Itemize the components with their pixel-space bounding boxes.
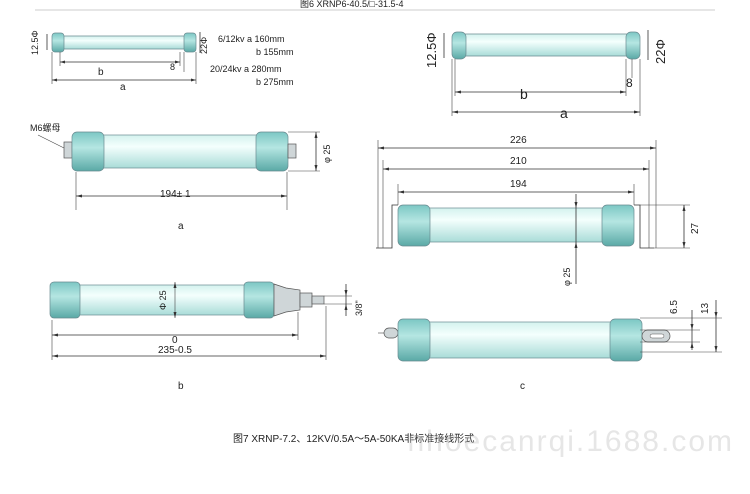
tl-d3: 8 bbox=[170, 62, 175, 72]
spec-block: 6/12kv a 160mm b 155mm 20/24kv a 280mm b… bbox=[210, 34, 294, 87]
tl-d1: 12.5Φ bbox=[30, 30, 40, 55]
tl-b: b bbox=[98, 67, 104, 78]
fig-b-length: 235-0.5 bbox=[158, 345, 192, 356]
top-left-fuse bbox=[46, 32, 201, 84]
fig-c-210: 210 bbox=[510, 156, 527, 167]
fig-a-dia: φ 25 bbox=[322, 145, 332, 163]
tr-d3: 8 bbox=[626, 76, 633, 90]
tr-b: b bbox=[520, 86, 528, 102]
spec-row4: b 275mm bbox=[256, 77, 294, 87]
fig-c-dia: φ 25 bbox=[562, 268, 572, 286]
fig-c-caption: c bbox=[520, 381, 525, 392]
tr-a: a bbox=[560, 105, 568, 121]
fig-a-length: 194± 1 bbox=[160, 189, 191, 200]
fig-b-dia: Φ 25 bbox=[158, 290, 168, 310]
fig-a-caption: a bbox=[178, 221, 184, 232]
fig-b-caption: b bbox=[178, 381, 184, 392]
fig-c-65: 6.5 bbox=[669, 300, 680, 314]
spec-row3: 20/24kv a 280mm bbox=[210, 64, 282, 74]
fig-c-bottom-drawing bbox=[378, 300, 722, 362]
fig-b-zero: 0 bbox=[172, 335, 178, 346]
fig-c-194: 194 bbox=[510, 179, 527, 190]
tr-d1: 12.5Φ bbox=[424, 32, 439, 68]
watermark: nhoecanrqi.1688.com bbox=[407, 425, 734, 458]
fig-a-nut-label: M6螺母 bbox=[30, 123, 61, 133]
fig-b-drawing bbox=[49, 281, 352, 360]
bottom-caption: 图7 XRNP-7.2、12KV/0.5A～5A-50KA非标准接线形式 bbox=[233, 432, 474, 445]
spec-row1: 6/12kv a 160mm bbox=[218, 34, 285, 44]
top-right-fuse bbox=[443, 30, 649, 116]
spec-row2: b 155mm bbox=[256, 47, 294, 57]
top-title: 图6 XRNP6-40.5/□-31.5-4 bbox=[300, 0, 403, 9]
tr-d2: 22Φ bbox=[653, 39, 668, 64]
fig-b-thread: 3/8" bbox=[354, 300, 364, 316]
fig-c-13: 13 bbox=[700, 302, 711, 314]
tl-a: a bbox=[120, 82, 126, 93]
fig-c-226: 226 bbox=[510, 135, 527, 146]
fig-c-27: 27 bbox=[690, 222, 701, 234]
fig-a-drawing bbox=[37, 131, 320, 210]
fig-c-top-drawing bbox=[376, 140, 690, 284]
tl-d2: 22Φ bbox=[199, 37, 209, 54]
